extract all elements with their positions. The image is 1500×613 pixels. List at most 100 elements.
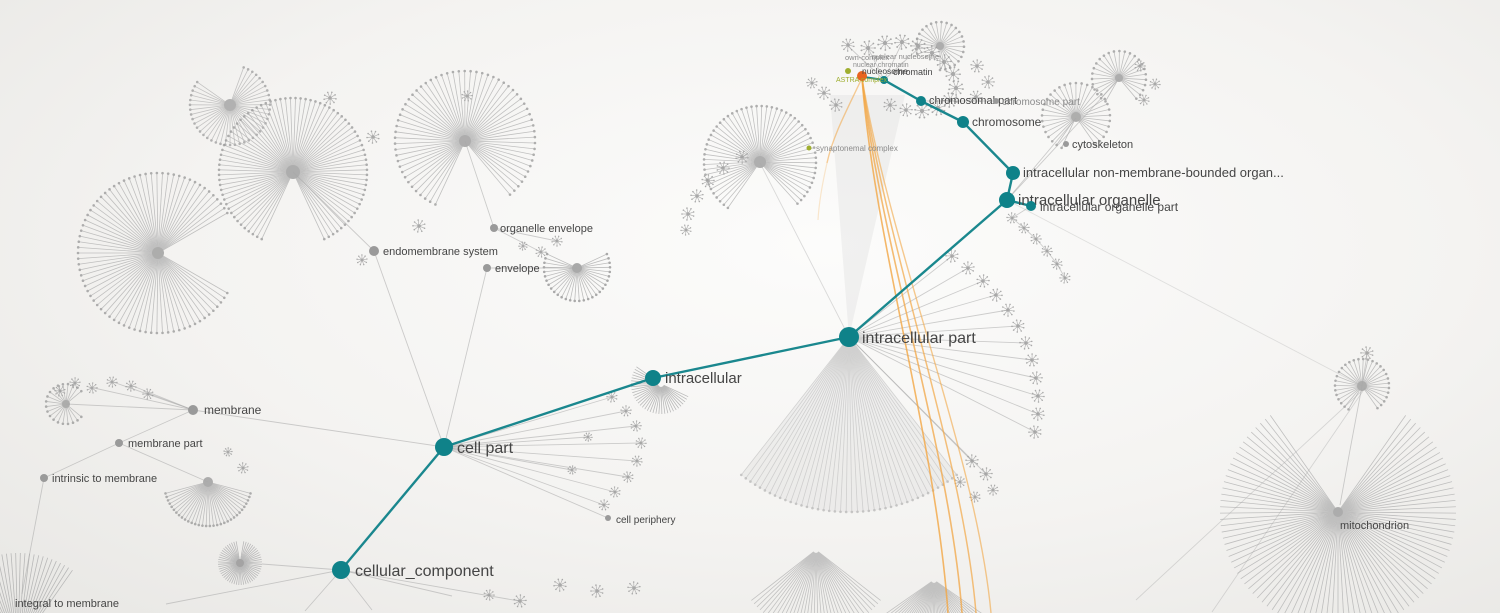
leaf-cluster bbox=[598, 499, 610, 511]
node-intracellular-organelle[interactable] bbox=[999, 192, 1015, 208]
label-intrinsic-to-membrane: intrinsic to membrane bbox=[52, 473, 157, 485]
leaf-cluster bbox=[1360, 346, 1374, 360]
graph-edge bbox=[493, 227, 558, 242]
leaf-cluster bbox=[987, 484, 999, 496]
graph-edge bbox=[848, 336, 1039, 397]
highlighted-association-edge bbox=[861, 77, 992, 613]
node-synaptonemal-complex[interactable] bbox=[806, 145, 812, 151]
graph-edge bbox=[1349, 385, 1363, 451]
leaf-cluster bbox=[553, 578, 567, 592]
node-cytoskeleton[interactable] bbox=[1063, 141, 1069, 147]
node-label-intracellular-part[interactable]: intracellular part bbox=[862, 330, 976, 347]
selected-path-edge bbox=[920, 99, 964, 124]
edge-bundle-wash bbox=[741, 337, 957, 513]
node-membrane-part[interactable] bbox=[115, 439, 123, 447]
node-cellular-component[interactable] bbox=[332, 561, 350, 579]
highlighted-node-nucleosome[interactable] bbox=[857, 71, 867, 81]
leaf-cluster bbox=[622, 471, 634, 483]
radial-fan bbox=[0, 553, 73, 613]
node-label-chromosomal-part[interactable]: chromosomal part bbox=[929, 95, 1017, 107]
radial-fan bbox=[1040, 81, 1112, 150]
complex-node[interactable] bbox=[845, 68, 851, 74]
node-label-intracellular-organelle[interactable]: intracellular organelle bbox=[1018, 192, 1161, 209]
graph-edge bbox=[443, 446, 616, 493]
graph-edge bbox=[1339, 449, 1351, 506]
graph-edge bbox=[464, 140, 495, 229]
leaf-cluster bbox=[635, 437, 647, 449]
graph-edge bbox=[21, 477, 45, 595]
leaf-cluster bbox=[945, 249, 959, 263]
label-mitochondrion: mitochondrion bbox=[1340, 520, 1409, 532]
leaf-cluster bbox=[924, 45, 940, 61]
node-label-intracellular-non-membrane-bounded-organelle[interactable]: intracellular non-membrane-bounded organ… bbox=[1023, 165, 1284, 180]
node-intracellular-non-membrane-bounded-organelle[interactable] bbox=[1006, 166, 1020, 180]
leaf-cluster bbox=[817, 86, 831, 100]
radial-fan bbox=[739, 339, 959, 514]
node-envelope[interactable] bbox=[483, 264, 491, 272]
graph-edge bbox=[1006, 117, 1077, 201]
label-synaptonemal-complex: synaptonemal complex bbox=[816, 144, 898, 153]
radial-fan bbox=[1333, 357, 1391, 411]
leaf-cluster bbox=[860, 40, 876, 56]
graph-edge bbox=[443, 446, 573, 471]
node-chromosome[interactable] bbox=[957, 116, 969, 128]
node-cell-part[interactable] bbox=[435, 438, 453, 456]
leaf-cluster bbox=[583, 432, 593, 442]
node-label-cell-part[interactable]: cell part bbox=[457, 440, 514, 457]
graph-edge bbox=[192, 409, 445, 448]
leaf-cluster bbox=[948, 80, 964, 96]
graph-edge bbox=[847, 45, 885, 81]
leaf-cluster bbox=[86, 382, 98, 394]
node-intrinsic-to-membrane[interactable] bbox=[40, 474, 48, 482]
label-integral-to-membrane: integral to membrane bbox=[15, 598, 119, 610]
radial-fan bbox=[914, 20, 966, 72]
graph-edge bbox=[340, 569, 453, 597]
graph-edge bbox=[848, 325, 1019, 338]
node-chromosomal-part[interactable] bbox=[916, 96, 926, 106]
graph-edge bbox=[1211, 387, 1366, 613]
leaf-cluster bbox=[1011, 319, 1025, 333]
graph-edge bbox=[304, 569, 342, 612]
graph-edge bbox=[848, 336, 1036, 433]
node-nucleosome-junction[interactable] bbox=[880, 76, 888, 84]
node-membrane[interactable] bbox=[188, 405, 198, 415]
node-endomembrane-system[interactable] bbox=[369, 246, 379, 256]
node-chromosome-part[interactable] bbox=[993, 98, 999, 104]
highlighted-association-edge bbox=[826, 77, 863, 164]
leaf-cluster bbox=[567, 465, 577, 475]
node-intracellular-organelle-part[interactable] bbox=[1026, 201, 1036, 211]
node-organelle-envelope[interactable] bbox=[490, 224, 498, 232]
graph-edge bbox=[373, 250, 445, 448]
node-label-cellular-component[interactable]: cellular_component bbox=[355, 563, 494, 580]
label-cell-periphery: cell periphery bbox=[616, 515, 675, 526]
node-label-intracellular[interactable]: intracellular bbox=[665, 370, 742, 387]
leaf-cluster bbox=[551, 235, 563, 247]
graph-edge bbox=[443, 446, 629, 478]
graph-edge bbox=[443, 446, 638, 462]
label-chromosome-part: chromosome part bbox=[1002, 97, 1080, 108]
graph-edge bbox=[759, 162, 850, 338]
radial-fan bbox=[218, 541, 262, 585]
leaf-cluster bbox=[829, 98, 843, 112]
leaf-cluster bbox=[681, 207, 695, 221]
node-cell-periphery[interactable] bbox=[605, 515, 611, 521]
node-intracellular-part[interactable] bbox=[839, 327, 859, 347]
radial-fan bbox=[164, 477, 252, 528]
leaf-cluster bbox=[989, 288, 1003, 302]
graph-edge bbox=[443, 410, 627, 448]
radial-fan bbox=[542, 252, 612, 303]
label-cytoskeleton: cytoskeleton bbox=[1072, 139, 1133, 151]
leaf-cluster bbox=[323, 91, 337, 105]
node-intracellular[interactable] bbox=[645, 370, 661, 386]
node-label-chromosome[interactable]: chromosome bbox=[972, 115, 1042, 129]
radial-fan bbox=[393, 69, 537, 206]
leaf-cluster bbox=[965, 454, 979, 468]
leaf-cluster bbox=[936, 54, 952, 70]
graph-edge bbox=[848, 294, 997, 338]
leaf-cluster bbox=[735, 150, 749, 164]
graph-edge bbox=[118, 409, 194, 444]
leaf-cluster bbox=[1031, 389, 1045, 403]
radial-fan bbox=[702, 104, 818, 210]
